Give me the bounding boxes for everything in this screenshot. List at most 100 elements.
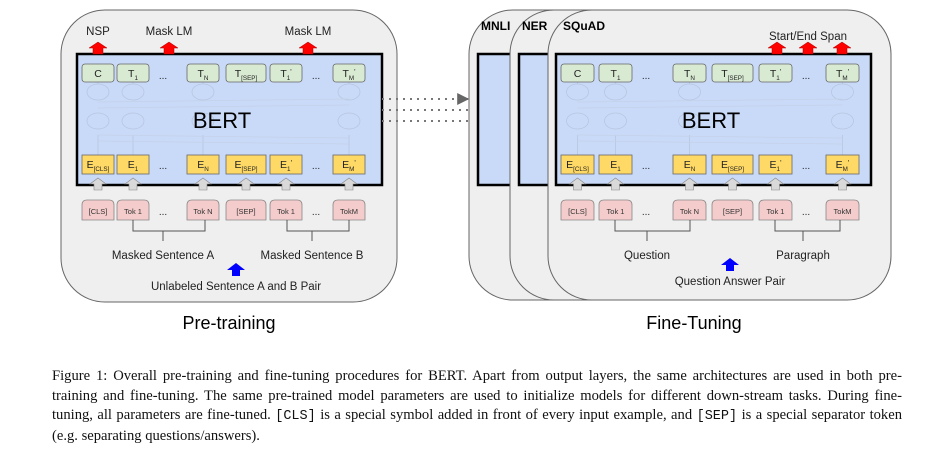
segment-a-bracket [132, 220, 206, 241]
pretraining-embedding-label: E1 [128, 159, 139, 173]
question-bracket [614, 220, 691, 241]
pretraining-input-ellipsis: ... [159, 207, 167, 218]
pretraining-output-token-box [225, 63, 267, 83]
finetuning-output-token-box [758, 63, 793, 83]
finetuning-embedding-label: E1 [610, 159, 621, 173]
finetuning-embedding-label: EM' [836, 158, 850, 173]
finetuning-output-token-label: T1 [611, 68, 621, 82]
red-output-arrow-icon [798, 41, 818, 55]
finetuning-input-token-box [672, 199, 707, 221]
pretraining-input-token-label: TokM [340, 207, 358, 216]
finetuning-input-label: Question Answer Pair [675, 276, 786, 288]
finetuning-embedding-box [711, 154, 754, 175]
finetuning-input-tokens: [CLS]Tok 1...Tok N[SEP]Tok 1...TokM [560, 199, 860, 221]
segment-b-bracket [286, 220, 350, 241]
pretraining-embedding-box [116, 154, 150, 175]
finetuning-input-token-box [758, 199, 793, 221]
pretraining-output-ellipsis: ... [312, 71, 320, 82]
red-output-arrow-icon [88, 41, 108, 55]
layer-edge [97, 98, 350, 103]
finetuning-input-token-label: Tok N [680, 207, 699, 216]
attention-node [678, 112, 701, 130]
attention-node [337, 112, 361, 130]
output-head-label: Start/End Span [769, 31, 847, 43]
finetuning-embedding-box [560, 154, 595, 175]
transformer-layers [566, 74, 854, 158]
layer-edge [97, 140, 350, 145]
pretraining-input-token-box [81, 199, 115, 221]
pretraining-input-token-box [269, 199, 303, 221]
gray-up-arrow-icon [766, 177, 785, 191]
red-output-arrow-icon [159, 41, 179, 55]
output-head-label: Mask LM [285, 26, 332, 38]
finetuning-output-token-label: TN [684, 68, 695, 82]
segment-b-label: Masked Sentence B [261, 250, 364, 262]
finetuning-embedding-ellipsis: ... [642, 161, 650, 172]
layer-edge [97, 104, 350, 109]
finetuning-output-token-label: T1' [770, 67, 782, 82]
gray-up-arrow-icon [124, 177, 142, 191]
attention-node [191, 112, 215, 130]
finetuning-embedding-label: E1' [770, 158, 783, 173]
pretraining-embedding-label: EM' [342, 158, 356, 173]
pretraining-output-token-box [332, 63, 366, 83]
task-label-squad: SQuAD [563, 19, 605, 33]
pretraining-embedding-box [332, 154, 366, 175]
question-label: Question [624, 250, 670, 262]
layer-edge [577, 134, 843, 139]
finetuning-output-token-box [825, 63, 860, 83]
finetuning-input-token-box [711, 199, 754, 221]
caption-sep-token: [SEP] [696, 409, 738, 424]
pretraining-input-token-box [332, 199, 366, 221]
pretraining-input-token-box [225, 199, 267, 221]
gray-up-arrow-icon [833, 177, 852, 191]
pretraining-embedding-ellipsis: ... [159, 161, 167, 172]
finetuning-input-token-label: [SEP] [723, 207, 742, 216]
attention-node [566, 112, 589, 130]
finetuning-input-ellipsis: ... [802, 207, 810, 218]
finetuning-output-heads [767, 41, 852, 55]
attention-node [604, 112, 627, 130]
finetuning-embedding-label: E[CLS] [566, 159, 589, 173]
blue-input-arrow-icon [721, 258, 739, 271]
pretraining-embedding-label: E[SEP] [234, 159, 257, 173]
gray-up-arrow-icon [340, 177, 358, 191]
pretraining-output-token-label: T1' [280, 67, 292, 82]
finetuning-input-token-box [598, 199, 633, 221]
task-label-ner: NER [522, 19, 548, 33]
caption-cls-token: [CLS] [275, 409, 316, 424]
paragraph-label: Paragraph [776, 250, 830, 262]
caption-text-3: is a special separator token (e.g. separ… [52, 407, 902, 444]
finetuning-output-token-label: TM' [836, 67, 850, 82]
gray-up-arrow-icon [237, 177, 255, 191]
pretraining-input-tokens: [CLS]Tok 1...Tok N[SEP]Tok 1...TokM [81, 199, 366, 221]
pretraining-output-token-label: TN [198, 68, 209, 82]
output-head-label: Mask LM [146, 26, 193, 38]
pretraining-input-token-label: Tok 1 [124, 207, 142, 216]
attention-node [86, 112, 110, 130]
layer-edge [577, 104, 843, 109]
finetuning-title: Fine-Tuning [646, 313, 741, 333]
output-head-label: NSP [86, 26, 110, 38]
pretraining-embedding-label: EN [197, 159, 209, 173]
finetuning-output-token-label: T[SEP] [721, 68, 744, 82]
pretraining-embedding-label: E[CLS] [87, 159, 110, 173]
segment-a-label: Masked Sentence A [112, 250, 215, 262]
pretraining-output-token-label: T1 [128, 68, 138, 82]
pretraining-input-token-box [116, 199, 150, 221]
pretraining-output-heads: NSP Mask LM Mask LM [86, 26, 332, 55]
finetuning-input-token-box [825, 199, 860, 221]
finetuning-input-token-label: Tok 1 [767, 207, 785, 216]
finetuning-bert-label: BERT [682, 108, 740, 133]
figure-caption: Figure 1: Overall pre-training and fine-… [52, 367, 902, 446]
paragraph-bracket [774, 220, 841, 241]
gray-up-arrow-icon [277, 177, 295, 191]
gray-up-arrow-icon [194, 177, 212, 191]
pretraining-embedding-box [186, 154, 220, 175]
finetuning-input-token-label: TokM [834, 207, 852, 216]
pretraining-input-token-label: [CLS] [89, 207, 108, 216]
layer-edge [97, 134, 350, 139]
